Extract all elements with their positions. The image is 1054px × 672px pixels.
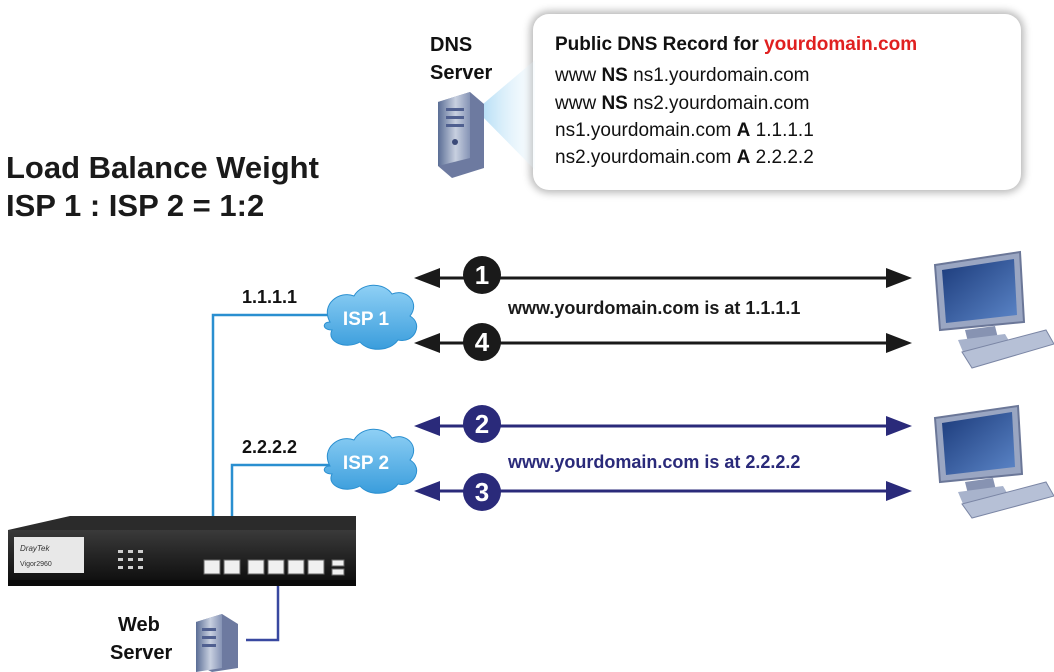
isp1-arrows [414, 268, 912, 353]
dns-heading-domain: yourdomain.com [764, 34, 918, 55]
dns-record-heading: Public DNS Record for yourdomain.com [555, 34, 917, 56]
isp2-arrows [414, 416, 912, 501]
record-type: NS [601, 93, 628, 114]
title-line-2: ISP 1 : ISP 2 = 1:2 [6, 188, 265, 223]
dns-record-1: www NS ns1.yourdomain.com [555, 64, 810, 88]
step-1-text: 1 [475, 260, 489, 290]
record-post: 2.2.2.2 [750, 147, 814, 168]
router-icon: DrayTek Vigor2960 [8, 516, 356, 586]
record-pre: www [555, 65, 602, 86]
step-3-text: 3 [475, 477, 489, 507]
dns-record-box [533, 14, 1021, 190]
record-post: 1.1.1.1 [750, 120, 814, 141]
isp1-cloud-icon [323, 284, 418, 350]
record-type: A [736, 120, 751, 141]
dns-record-2: www NS ns2.yourdomain.com [555, 92, 810, 116]
dns-heading-prefix: Public DNS Record for [555, 34, 765, 55]
router-cables [211, 313, 330, 642]
step-4-text: 4 [475, 327, 490, 357]
record-type: NS [601, 65, 628, 86]
router-brand: DrayTek [20, 544, 50, 553]
client-pc-1-icon [933, 250, 1054, 369]
dns-record-4: ns2.yourdomain.com A 2.2.2.2 [555, 146, 814, 170]
step-2-text: 2 [475, 409, 489, 439]
step-badge-2: 2 [463, 405, 501, 443]
router-model: Vigor2960 [20, 561, 52, 568]
isp1-ip-label: 1.1.1.1 [242, 287, 298, 307]
web-server-icon [196, 614, 238, 672]
record-pre: www [555, 93, 602, 114]
web-server-label-2: Server [110, 642, 173, 664]
step-badge-3: 3 [463, 473, 501, 511]
step-badge-4: 4 [463, 323, 501, 361]
isp2-message: www.yourdomain.com is at 2.2.2.2 [508, 452, 801, 472]
isp2-ip-label: 2.2.2.2 [242, 437, 298, 457]
dns-server-label-2: Server [430, 62, 493, 84]
dns-glow [476, 60, 535, 170]
record-pre: ns2.yourdomain.com [555, 147, 737, 168]
dns-server-label-1: DNS [430, 34, 473, 56]
record-post: ns1.yourdomain.com [627, 65, 810, 86]
isp1-cloud-label: ISP 1 [343, 309, 390, 330]
title-line-1: Load Balance Weight [6, 150, 319, 185]
record-pre: ns1.yourdomain.com [555, 120, 737, 141]
dns-server-icon [438, 92, 484, 178]
record-post: ns2.yourdomain.com [627, 93, 810, 114]
isp1-message: www.yourdomain.com is at 1.1.1.1 [508, 298, 801, 318]
isp2-cloud-icon [323, 428, 418, 494]
web-server-label-1: Web [118, 614, 160, 636]
isp2-cloud-label: ISP 2 [343, 453, 389, 474]
dns-record-3: ns1.yourdomain.com A 1.1.1.1 [555, 119, 814, 143]
record-type: A [736, 147, 751, 168]
step-badge-1: 1 [463, 256, 501, 294]
client-pc-2-icon [933, 404, 1054, 519]
